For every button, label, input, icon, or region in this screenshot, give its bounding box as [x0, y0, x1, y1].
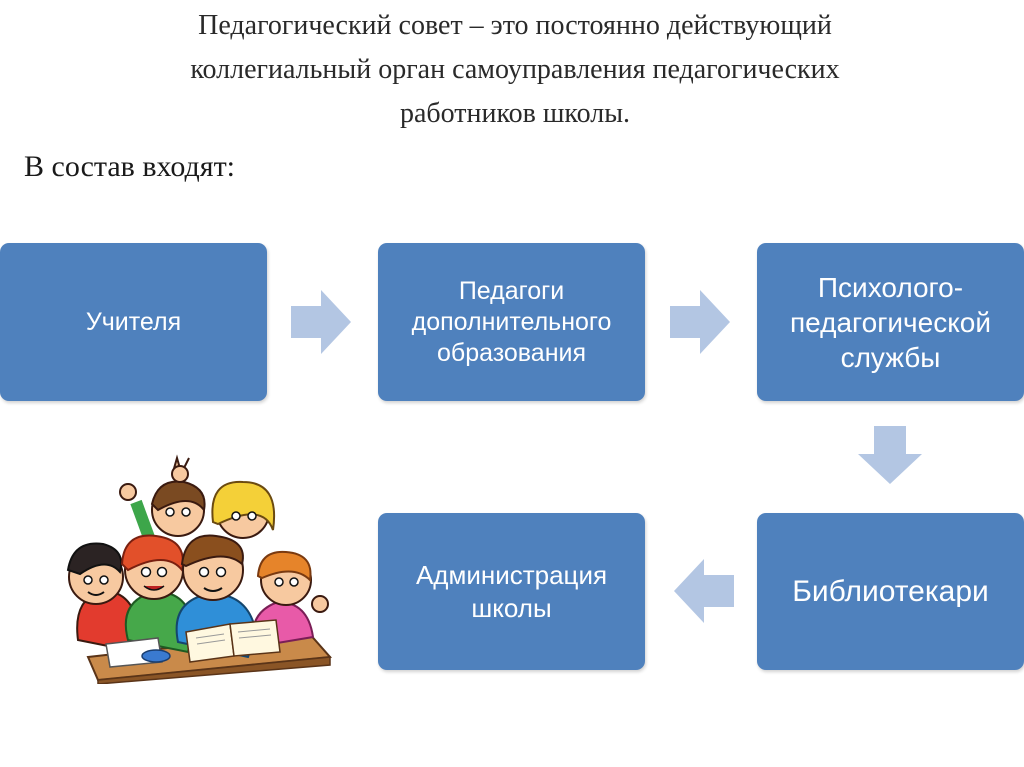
box-teachers: Учителя	[0, 243, 267, 401]
children-illustration	[66, 454, 333, 684]
page-title: Педагогический совет – это постоянно дей…	[60, 4, 970, 136]
composition-heading: В состав входят:	[24, 150, 236, 183]
box-psychological-service-label: Психолого- педагогической службы	[790, 271, 991, 373]
title-line-2: коллегиальный орган самоуправления педаг…	[190, 54, 840, 85]
title-line-3: работников школы.	[399, 98, 631, 129]
box-librarians-label: Библиотекари	[792, 574, 989, 608]
arrow-right-icon	[291, 290, 351, 354]
title-line-1: Педагогический совет – это постоянно дей…	[198, 10, 832, 41]
box-extra-education-label: Педагоги дополнительного образования	[411, 276, 612, 367]
box-librarians: Библиотекари	[757, 513, 1024, 670]
box-teachers-label: Учителя	[85, 307, 182, 336]
box-school-administration: Администрация школы	[378, 513, 645, 670]
arrow-left-icon	[674, 559, 734, 623]
box-extra-education-teachers: Педагоги дополнительного образования	[378, 243, 645, 401]
arrow-right-icon	[670, 290, 730, 354]
arrow-down-icon	[858, 426, 922, 484]
box-psychological-service: Психолого- педагогической службы	[757, 243, 1024, 401]
box-school-administration-label: Администрация школы	[415, 559, 608, 623]
